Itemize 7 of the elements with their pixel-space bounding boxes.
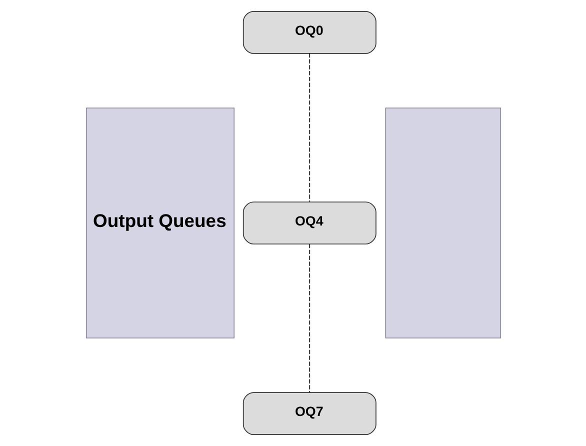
node-box: OQ4 [242, 202, 376, 244]
node-box: OQ7 [242, 392, 376, 435]
node-box: Output Queues [85, 108, 234, 338]
connector [308, 244, 310, 393]
connector [308, 53, 310, 202]
node-box: OQ0 [242, 11, 376, 54]
node-box [384, 108, 501, 338]
